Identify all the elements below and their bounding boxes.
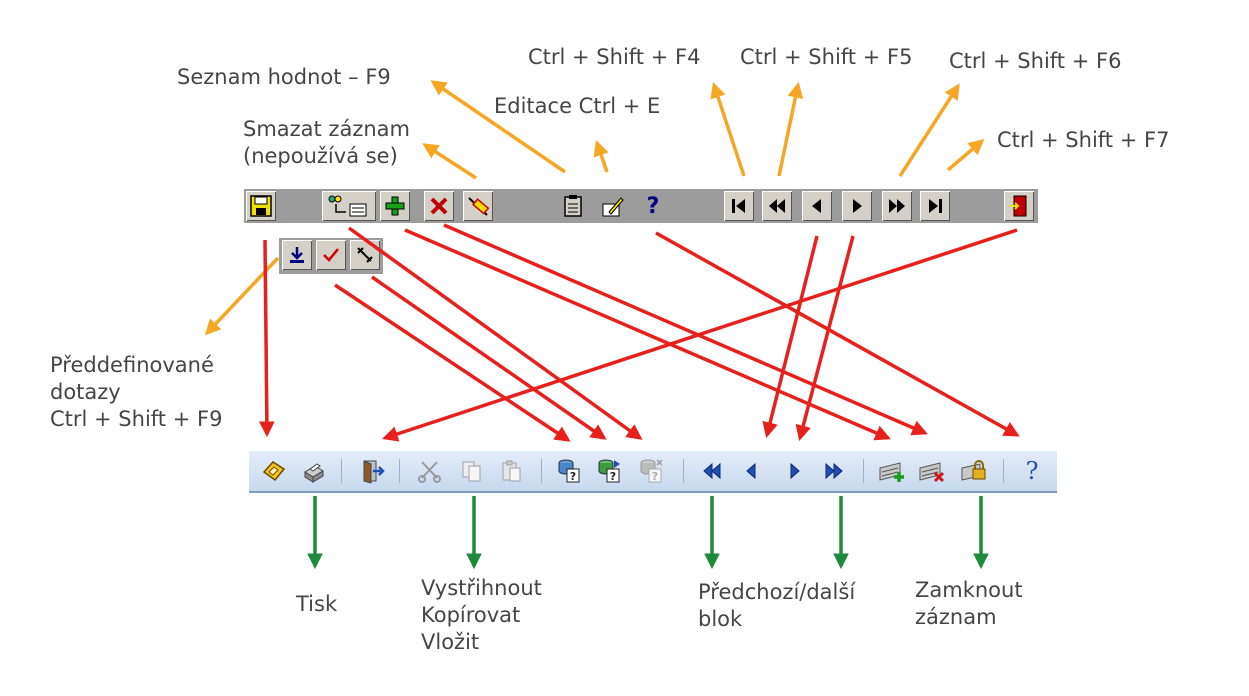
label-smazat-line-1: Smazat záznam	[243, 117, 411, 141]
list-of-values-icon[interactable]	[322, 191, 376, 221]
toolbar-separator	[683, 459, 684, 483]
help-icon[interactable]: ?	[646, 193, 660, 219]
label-editace: Editace Ctrl + E	[494, 94, 661, 118]
svg-text:?: ?	[610, 470, 616, 483]
cut-icon[interactable]	[415, 456, 445, 486]
enter-query-icon[interactable]	[282, 240, 312, 270]
print-icon[interactable]	[299, 456, 329, 486]
previous-block-icon[interactable]	[762, 191, 792, 221]
save-icon[interactable]	[259, 456, 289, 486]
next-record-icon[interactable]	[779, 456, 809, 486]
execute-query-icon[interactable]: ?	[595, 456, 625, 486]
label-vystrihnout: Vystřihnout	[421, 576, 542, 600]
label-preddefinovane-dotazy: Předdefinované dotazy Ctrl + Shift + F9	[50, 352, 222, 433]
toolbar-separator	[341, 459, 342, 483]
clear-icon[interactable]	[463, 191, 493, 221]
label-kopirovat: Kopírovat	[421, 603, 521, 627]
label-clipboard: Vystřihnout Kopírovat Vložit	[421, 575, 542, 656]
cancel-query-icon[interactable]: ?	[637, 456, 667, 486]
label-blok-line-2: blok	[698, 607, 743, 631]
label-zamknout-line-1: Zamknout	[915, 578, 1023, 602]
delete-record-icon[interactable]	[917, 456, 947, 486]
svg-text:?: ?	[570, 470, 576, 483]
next-record-icon[interactable]	[842, 191, 872, 221]
toolbar-separator	[399, 459, 400, 483]
enter-query-icon[interactable]: ?	[555, 456, 585, 486]
label-ctrl-shift-f7: Ctrl + Shift + F7	[997, 128, 1170, 152]
previous-record-icon[interactable]	[737, 456, 767, 486]
help-icon[interactable]: ?	[1025, 457, 1039, 485]
toolbar-separator	[541, 459, 542, 483]
old-toolbar: ?	[244, 189, 1038, 223]
label-smazat-zaznam: Smazat záznam (nepoužívá se)	[243, 116, 410, 170]
toolbar-separator	[1003, 459, 1004, 483]
label-ctrl-shift-f6: Ctrl + Shift + F6	[949, 49, 1122, 73]
svg-text:?: ?	[652, 470, 658, 483]
last-record-icon[interactable]	[920, 191, 950, 221]
label-preddef-line-3: Ctrl + Shift + F9	[50, 407, 223, 431]
previous-block-icon[interactable]	[697, 456, 727, 486]
exit-icon[interactable]	[1004, 191, 1034, 221]
paste-icon[interactable]	[497, 456, 527, 486]
label-ctrl-shift-f5: Ctrl + Shift + F5	[740, 45, 913, 69]
previous-record-icon[interactable]	[802, 191, 832, 221]
green-arrows	[307, 496, 989, 570]
label-predchozi-dalsi-blok: Předchozí/další blok	[698, 579, 855, 633]
save-icon[interactable]	[246, 191, 276, 221]
new-toolbar: ? ? ? ?	[249, 451, 1057, 493]
insert-record-icon[interactable]	[877, 456, 907, 486]
insert-record-icon[interactable]	[380, 191, 410, 221]
first-record-icon[interactable]	[724, 191, 754, 221]
pencil-icon[interactable]	[598, 191, 628, 221]
execute-query-icon[interactable]	[316, 240, 346, 270]
label-vlozit: Vložit	[421, 630, 480, 654]
delete-record-icon[interactable]	[424, 191, 454, 221]
cancel-query-icon[interactable]	[350, 240, 380, 270]
copy-icon[interactable]	[457, 456, 487, 486]
lock-record-icon[interactable]	[959, 456, 989, 486]
label-blok-line-1: Předchozí/další	[698, 580, 856, 604]
old-toolbar-query	[279, 238, 383, 274]
label-preddef-line-2: dotazy	[50, 380, 121, 404]
label-seznam-hodnot: Seznam hodnot – F9	[177, 65, 391, 89]
label-preddef-line-1: Předdefinované	[50, 353, 214, 377]
label-tisk: Tisk	[296, 592, 338, 616]
toolbar-separator	[863, 459, 864, 483]
label-zamknout-line-2: záznam	[915, 605, 997, 629]
label-smazat-line-2: (nepoužívá se)	[243, 144, 398, 168]
label-ctrl-shift-f4: Ctrl + Shift + F4	[528, 45, 701, 69]
edit-icon[interactable]	[558, 191, 588, 221]
label-zamknout-zaznam: Zamknout záznam	[915, 577, 1023, 631]
next-block-icon[interactable]	[882, 191, 912, 221]
next-block-icon[interactable]	[819, 456, 849, 486]
exit-icon[interactable]	[357, 456, 387, 486]
